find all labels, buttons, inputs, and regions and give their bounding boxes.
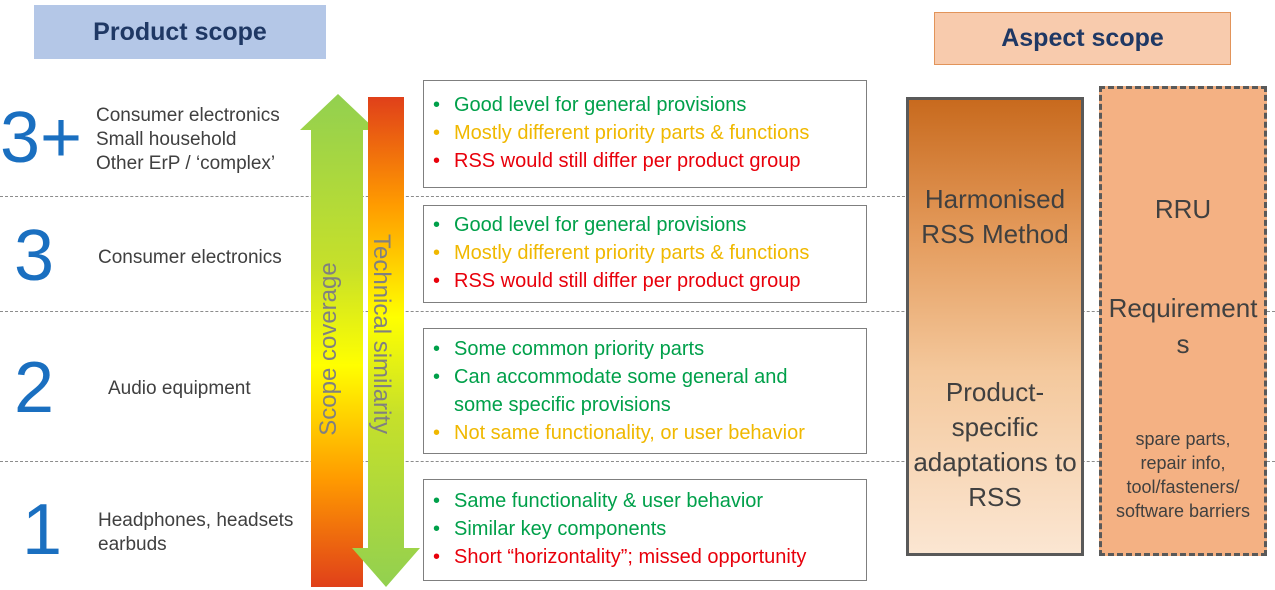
- aspect-scope-header: Aspect scope: [934, 12, 1231, 65]
- list-item: •Not same functionality, or user behavio…: [433, 422, 805, 444]
- list-item: •Similar key components: [433, 518, 667, 540]
- product-scope-title: Product scope: [93, 17, 267, 46]
- provision-box: •Good level for general provisions •Most…: [423, 80, 867, 188]
- harmonised-rss-column: [906, 97, 1084, 556]
- rru-column: [1099, 86, 1267, 556]
- product-specific-adaptations: Product-specific adaptations to RSS: [913, 377, 1077, 512]
- level-label: Audio equipment: [108, 377, 251, 401]
- provision-box: •Some common priority parts •Can accommo…: [423, 328, 867, 454]
- divider-1: [0, 196, 920, 197]
- level-label-line: earbuds: [98, 534, 167, 555]
- product-scope-header: Product scope: [34, 5, 326, 59]
- list-item: •Mostly different priority parts & funct…: [433, 242, 810, 264]
- level-label-line: Audio equipment: [108, 378, 251, 399]
- scope-coverage-label: Scope coverage: [315, 262, 342, 436]
- divider-3: [0, 461, 1275, 462]
- list-item: •Can accommodate some general and some s…: [433, 366, 788, 416]
- list-item: •Mostly different priority parts & funct…: [433, 122, 810, 144]
- list-item: •RSS would still differ per product grou…: [433, 270, 801, 292]
- scope-coverage-arrow: [300, 94, 376, 587]
- level-label-line: Small household: [96, 129, 237, 150]
- rru-details: spare parts, repair info, tool/fasteners…: [1115, 429, 1251, 521]
- level-number: 3+: [0, 98, 83, 178]
- list-item: •Good level for general provisions: [433, 214, 747, 236]
- level-number: 1: [22, 490, 63, 570]
- level-label-line: Consumer electronics: [96, 105, 280, 126]
- rru-requirements: Requirements: [1108, 293, 1258, 359]
- technical-similarity-arrow: [352, 97, 420, 587]
- level-label-line: Consumer electronics: [98, 247, 282, 268]
- level-number: 2: [14, 348, 55, 428]
- provision-box: •Same functionality & user behavior •Sim…: [423, 479, 867, 581]
- aspect-scope-title: Aspect scope: [1001, 24, 1164, 52]
- level-label: Headphones, headsets earbuds: [98, 509, 293, 557]
- level-label-line: Other ErP / ‘complex’: [96, 153, 276, 174]
- divider-2: [0, 311, 1275, 312]
- list-item: •Good level for general provisions: [433, 94, 747, 116]
- level-number: 3: [14, 216, 55, 296]
- provision-box: •Good level for general provisions •Most…: [423, 205, 867, 303]
- technical-similarity-label: Technical similarity: [368, 234, 395, 435]
- list-item: •Short “horizontality”; missed opportuni…: [433, 546, 807, 568]
- rru-title: RRU: [1154, 194, 1212, 224]
- harmonised-rss-method: Harmonised RSS Method: [921, 184, 1069, 249]
- list-item: •Some common priority parts: [433, 338, 705, 360]
- level-label: Consumer electronics Small household Oth…: [96, 104, 280, 176]
- list-item: •Same functionality & user behavior: [433, 490, 764, 512]
- level-label: Consumer electronics: [98, 246, 282, 270]
- list-item: •RSS would still differ per product grou…: [433, 150, 801, 172]
- level-label-line: Headphones, headsets: [98, 510, 294, 531]
- arrows-graphic: [300, 94, 420, 587]
